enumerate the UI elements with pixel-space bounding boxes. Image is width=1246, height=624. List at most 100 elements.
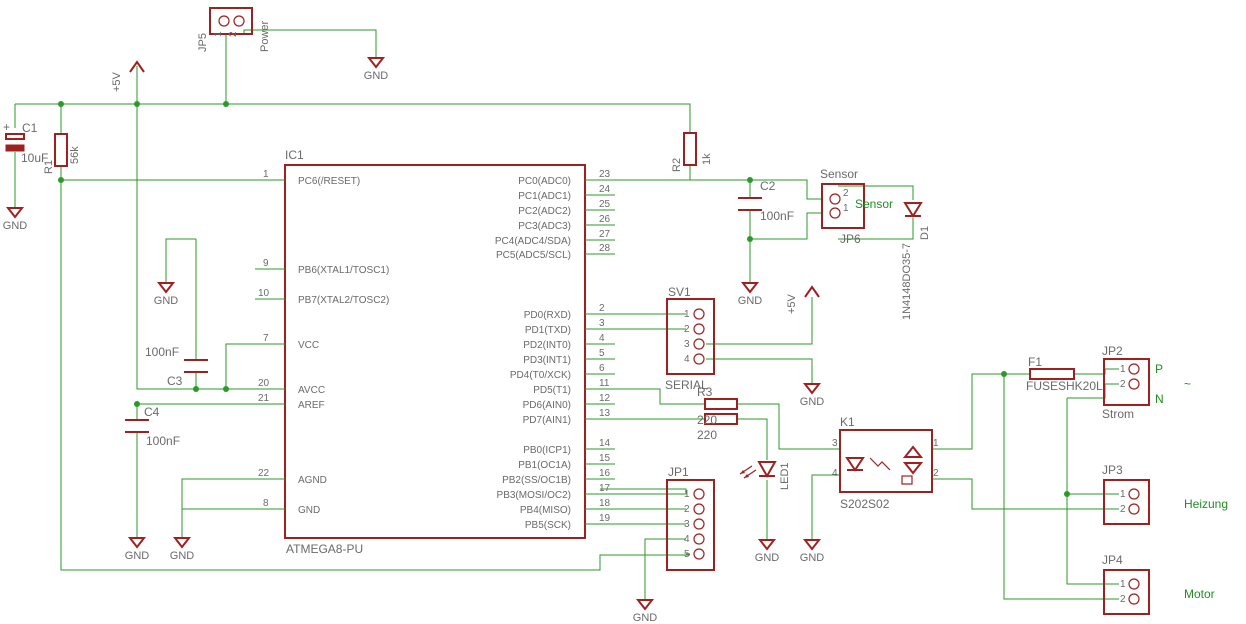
pin-num: 1 bbox=[684, 489, 690, 500]
r3-resistor: R3 bbox=[697, 385, 738, 410]
vcc-symbols: +5V +5V bbox=[111, 60, 820, 314]
ic1: IC1 ATMEGA8-PU 1 PC6(/RESET) 9 PB6(XTAL1… bbox=[255, 148, 615, 556]
pin-label: PC2(ADC2) bbox=[518, 206, 571, 217]
pin-label: AREF bbox=[298, 400, 325, 411]
jp2-name: JP2 bbox=[1102, 344, 1123, 358]
pin-num: 8 bbox=[263, 498, 269, 509]
pin-label: AGND bbox=[298, 475, 327, 486]
c1-value: 10uF bbox=[21, 151, 48, 165]
gnd-icon bbox=[156, 282, 176, 294]
vcc-label: +5V bbox=[111, 71, 123, 92]
pin-num: 9 bbox=[263, 258, 269, 269]
pin-label: PB1(OC1A) bbox=[518, 460, 571, 471]
jp5-name: JP5 bbox=[197, 33, 209, 52]
pin-num: 3 bbox=[599, 318, 605, 329]
c4-value: 100nF bbox=[146, 434, 180, 448]
svg-text:2: 2 bbox=[843, 188, 849, 199]
c3-capacitor: 100nF C3 bbox=[145, 345, 208, 388]
gnd-icon bbox=[127, 537, 147, 549]
r4-resistor: 220 220 bbox=[697, 413, 738, 442]
pin-num: 14 bbox=[599, 438, 611, 449]
pin-num: 1 bbox=[684, 309, 690, 320]
svg-text:3: 3 bbox=[832, 438, 838, 449]
pin-num: 18 bbox=[599, 498, 611, 509]
pin-hole bbox=[693, 323, 705, 335]
gnd-icon bbox=[802, 539, 822, 551]
jp3-label: Heizung bbox=[1184, 497, 1228, 511]
jp2-p-label: P bbox=[1155, 362, 1163, 376]
pin-num: 12 bbox=[599, 393, 611, 404]
pin-num: 5 bbox=[599, 348, 605, 359]
k1-name: K1 bbox=[840, 415, 855, 429]
f1-name: F1 bbox=[1028, 355, 1042, 369]
pin-label: VCC bbox=[298, 340, 319, 351]
pin-num: 13 bbox=[599, 408, 611, 419]
f1-fuse: F1 FUSESHK20L bbox=[1026, 355, 1103, 393]
gnd-label: GND bbox=[364, 70, 389, 82]
pin-label: PB6(XTAL1/TOSC1) bbox=[298, 265, 389, 276]
gnd-label: GND bbox=[3, 220, 28, 232]
jp6-sensor-header: 2 1 Sensor Sensor JP6 bbox=[820, 167, 893, 246]
jp2-tilde: ~ bbox=[1184, 377, 1191, 391]
pin-num: 4 bbox=[684, 534, 690, 545]
pin-num: 2 bbox=[684, 324, 690, 335]
jp2-n-label: N bbox=[1155, 392, 1164, 406]
c4-name: C4 bbox=[144, 405, 160, 419]
pin-num: 28 bbox=[599, 243, 611, 254]
pin-label: PD0(RXD) bbox=[524, 310, 571, 321]
r3-name: R3 bbox=[697, 385, 713, 399]
ic1-value: ATMEGA8-PU bbox=[286, 542, 363, 556]
f1-value: FUSESHK20L bbox=[1026, 379, 1103, 393]
pin-label: PB0(ICP1) bbox=[523, 445, 571, 456]
jp4-name: JP4 bbox=[1102, 553, 1123, 567]
pin-label: PD1(TXD) bbox=[525, 325, 571, 336]
pin-num: 24 bbox=[599, 184, 611, 195]
r2-name: R2 bbox=[671, 158, 683, 172]
led1-name: LED1 bbox=[779, 462, 791, 490]
pin-num: 2 bbox=[599, 303, 605, 314]
ic1-right-pins: 23PC0(ADC0)24PC1(ADC1)25PC2(ADC2)26PC3(A… bbox=[495, 169, 615, 531]
pin-label: PB3(MOSI/OC2) bbox=[497, 490, 571, 501]
gnd-label: GND bbox=[125, 550, 150, 562]
pin-num: 3 bbox=[684, 339, 690, 350]
gnd-icon bbox=[757, 539, 777, 551]
pin-hole bbox=[693, 308, 705, 320]
pin-num: 20 bbox=[258, 378, 270, 389]
ic1-name: IC1 bbox=[285, 148, 304, 162]
svg-text:2: 2 bbox=[228, 31, 239, 37]
pin-num: 16 bbox=[599, 468, 611, 479]
jp3-name: JP3 bbox=[1102, 463, 1123, 477]
svg-text:+: + bbox=[3, 120, 10, 134]
gnd-icon bbox=[5, 207, 25, 219]
pin-num: 4 bbox=[599, 333, 605, 344]
svg-text:2: 2 bbox=[1120, 504, 1126, 515]
pin-num: 17 bbox=[599, 483, 611, 494]
c3-value: 100nF bbox=[145, 345, 179, 359]
c2-value: 100nF bbox=[760, 209, 794, 223]
jp5-power-header: 1 2 JP5 Power bbox=[197, 7, 271, 52]
pin-label: PC0(ADC0) bbox=[518, 176, 571, 187]
r2-resistor: R2 1k bbox=[671, 132, 713, 172]
pin-label: PB5(SCK) bbox=[525, 520, 571, 531]
gnd-label: GND bbox=[154, 295, 179, 307]
pin-num: 25 bbox=[599, 199, 611, 210]
gnd-label: GND bbox=[738, 295, 763, 307]
pin-label: PD4(T0/XCK) bbox=[510, 370, 571, 381]
ic1-left-pin-labels: 1 PC6(/RESET) 9 PB6(XTAL1/TOSC1) 10 PB7(… bbox=[258, 169, 389, 516]
pin-num: 22 bbox=[258, 468, 270, 479]
jp4-header: 1 2 JP4 Motor bbox=[1102, 553, 1215, 615]
r1-value: 56k bbox=[69, 146, 81, 164]
jp3-header: 1 2 JP3 Heizung bbox=[1102, 463, 1228, 525]
pin-label: PD2(INT0) bbox=[523, 340, 571, 351]
pin-num: 23 bbox=[599, 169, 611, 180]
jp6-name: JP6 bbox=[840, 232, 861, 246]
jp5-value: Power bbox=[259, 20, 271, 52]
pin-label: GND bbox=[298, 505, 320, 516]
pin-label: PC6(/RESET) bbox=[298, 176, 360, 187]
d1-name: D1 bbox=[919, 226, 931, 240]
d1-diode: D1 1N4148DO35-7 bbox=[901, 202, 931, 320]
